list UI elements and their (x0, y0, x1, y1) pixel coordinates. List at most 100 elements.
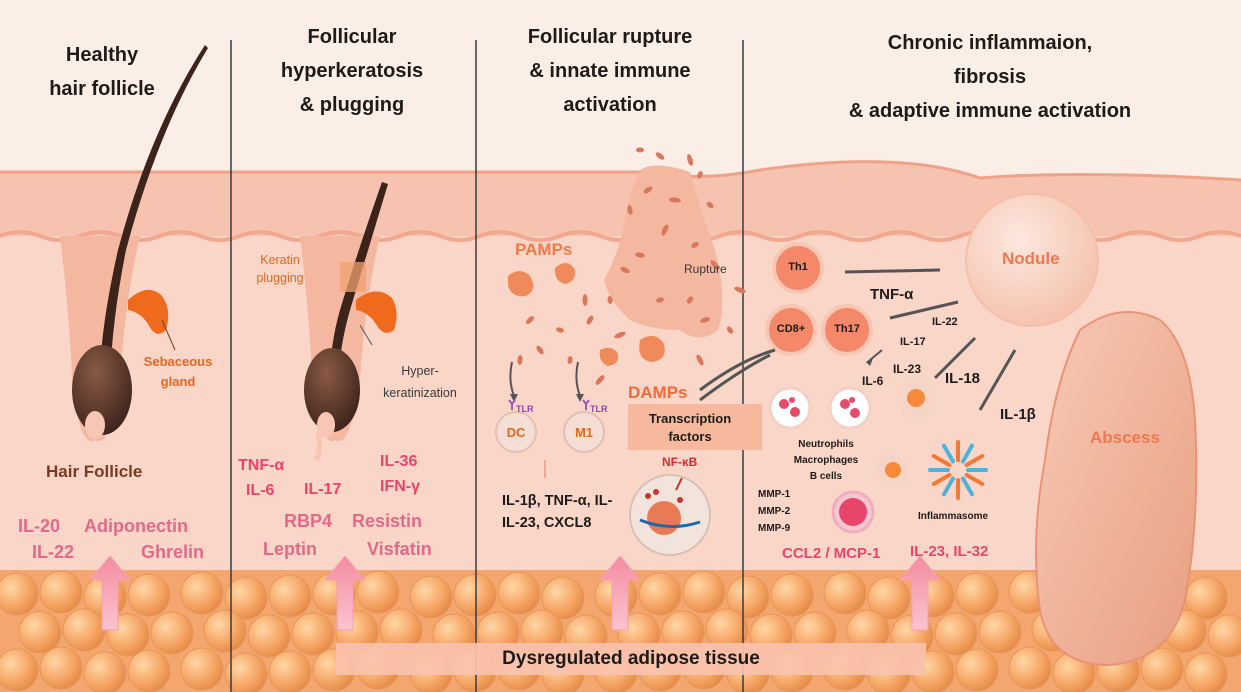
tlr-label-dc: TLR (516, 404, 534, 414)
adipokine-resistin: Resistin (352, 511, 423, 531)
abscess (1035, 311, 1198, 667)
chronic-panel (699, 193, 1198, 667)
adipokine-rbp4: RBP4 (284, 511, 333, 531)
debris-particle (620, 266, 630, 274)
fat-cell (268, 650, 312, 692)
sebaceous-gland (128, 289, 169, 334)
cytokines-innate: IL-1β, TNF-α, IL-IL-23, CXCL8 (502, 493, 613, 531)
ruptured-follicle (495, 147, 771, 556)
fat-cell (224, 576, 268, 620)
label-dc: DC (506, 425, 526, 440)
label-pamps: PAMPs (515, 240, 573, 259)
debris-particle (710, 260, 720, 270)
fat-cell (934, 612, 978, 656)
fat-cell (203, 609, 247, 653)
debris-particle (607, 296, 613, 304)
label-hyperkeratinization: Hyper-keratinization (383, 364, 457, 400)
title-panel-4: Chronic inflammaion,fibrosis& adaptive i… (848, 32, 1132, 122)
fat-cell (682, 570, 726, 614)
debris-particle (734, 286, 746, 294)
debris-particle (586, 315, 594, 325)
up-arrow (898, 555, 942, 631)
label-abscess: Abscess (1090, 428, 1160, 447)
debris-particle (556, 327, 564, 333)
inflammasome-spoke (942, 443, 955, 464)
debris-particle (517, 355, 523, 365)
neutrophil-2 (828, 386, 872, 430)
fat-cell (224, 652, 268, 692)
label-inflammasome: Inflammasome (918, 511, 989, 522)
cd8-cell (765, 304, 817, 356)
cytokine-tnfa-4: TNF-α (870, 286, 914, 303)
fat-cell (180, 571, 224, 615)
plugged-follicle (300, 182, 397, 462)
hair-shaft-2 (330, 182, 388, 380)
debris-particle (686, 296, 694, 304)
th17-cell (821, 304, 873, 356)
fat-cell (497, 571, 541, 615)
debris-particle (567, 356, 573, 364)
adipokine-il22: IL-22 (32, 542, 75, 562)
inflammasome-spoke (964, 454, 985, 467)
debris-particle (595, 375, 605, 385)
debris-particle (643, 186, 653, 194)
fat-cell (978, 610, 1022, 654)
label-cd8: CD8+ (776, 323, 806, 335)
debris-particle (661, 224, 669, 236)
fat-cell (823, 571, 867, 615)
sebaceous-gland-2 (356, 291, 397, 333)
debris-particle (669, 197, 681, 203)
adipokine-ghrelin: Ghrelin (141, 542, 205, 562)
label-th1: Th1 (788, 261, 808, 273)
tlr-label-m1: TLR (590, 404, 608, 414)
fat-cell (18, 610, 62, 654)
label-rupture: Rupture (684, 262, 727, 276)
debris-particle (627, 205, 633, 215)
adipokine-visfatin: Visfatin (367, 539, 432, 559)
rupture-column (604, 165, 723, 338)
debris-particle (726, 326, 734, 334)
fat-cell (39, 570, 83, 614)
label-m1: M1 (574, 425, 594, 440)
inflammasome-spoke (961, 476, 974, 497)
label-th17: Th17 (834, 323, 860, 335)
footer-label: Dysregulated adipose tissue (502, 648, 760, 669)
debris-particle (635, 252, 645, 258)
label-il23-il32: IL-23, IL-32 (910, 543, 989, 560)
hair-bulb (72, 345, 132, 435)
debris-particle (655, 152, 665, 160)
fat-cell (0, 648, 39, 692)
inflammasome-spoke (964, 473, 985, 486)
fat-cell (1140, 647, 1184, 691)
fat-cell (726, 575, 770, 619)
m1-cell (563, 411, 605, 453)
fat-cell (638, 572, 682, 616)
adipokine-il20: IL-20 (18, 516, 61, 536)
label-damps: DAMPs (628, 383, 688, 402)
cytokine-il1b: IL-1β (1000, 406, 1036, 423)
damps-blob (639, 335, 665, 362)
up-arrow (598, 555, 642, 631)
fat-cell (1184, 652, 1228, 692)
fat-cell (127, 573, 171, 617)
skin-surface (0, 161, 1241, 240)
fat-cell (955, 572, 999, 616)
debris-particle (700, 317, 710, 323)
neutrophil-1 (768, 386, 812, 430)
debris-particle (656, 297, 664, 303)
debris-particle (697, 171, 703, 179)
debris-particle (536, 345, 544, 355)
cytokine-il36: IL-36 (380, 453, 418, 470)
fat-cell (150, 611, 194, 655)
fat-cell (39, 646, 83, 690)
fat-cell (409, 575, 453, 619)
fat-cell (0, 572, 39, 616)
fat-cell (770, 573, 814, 617)
